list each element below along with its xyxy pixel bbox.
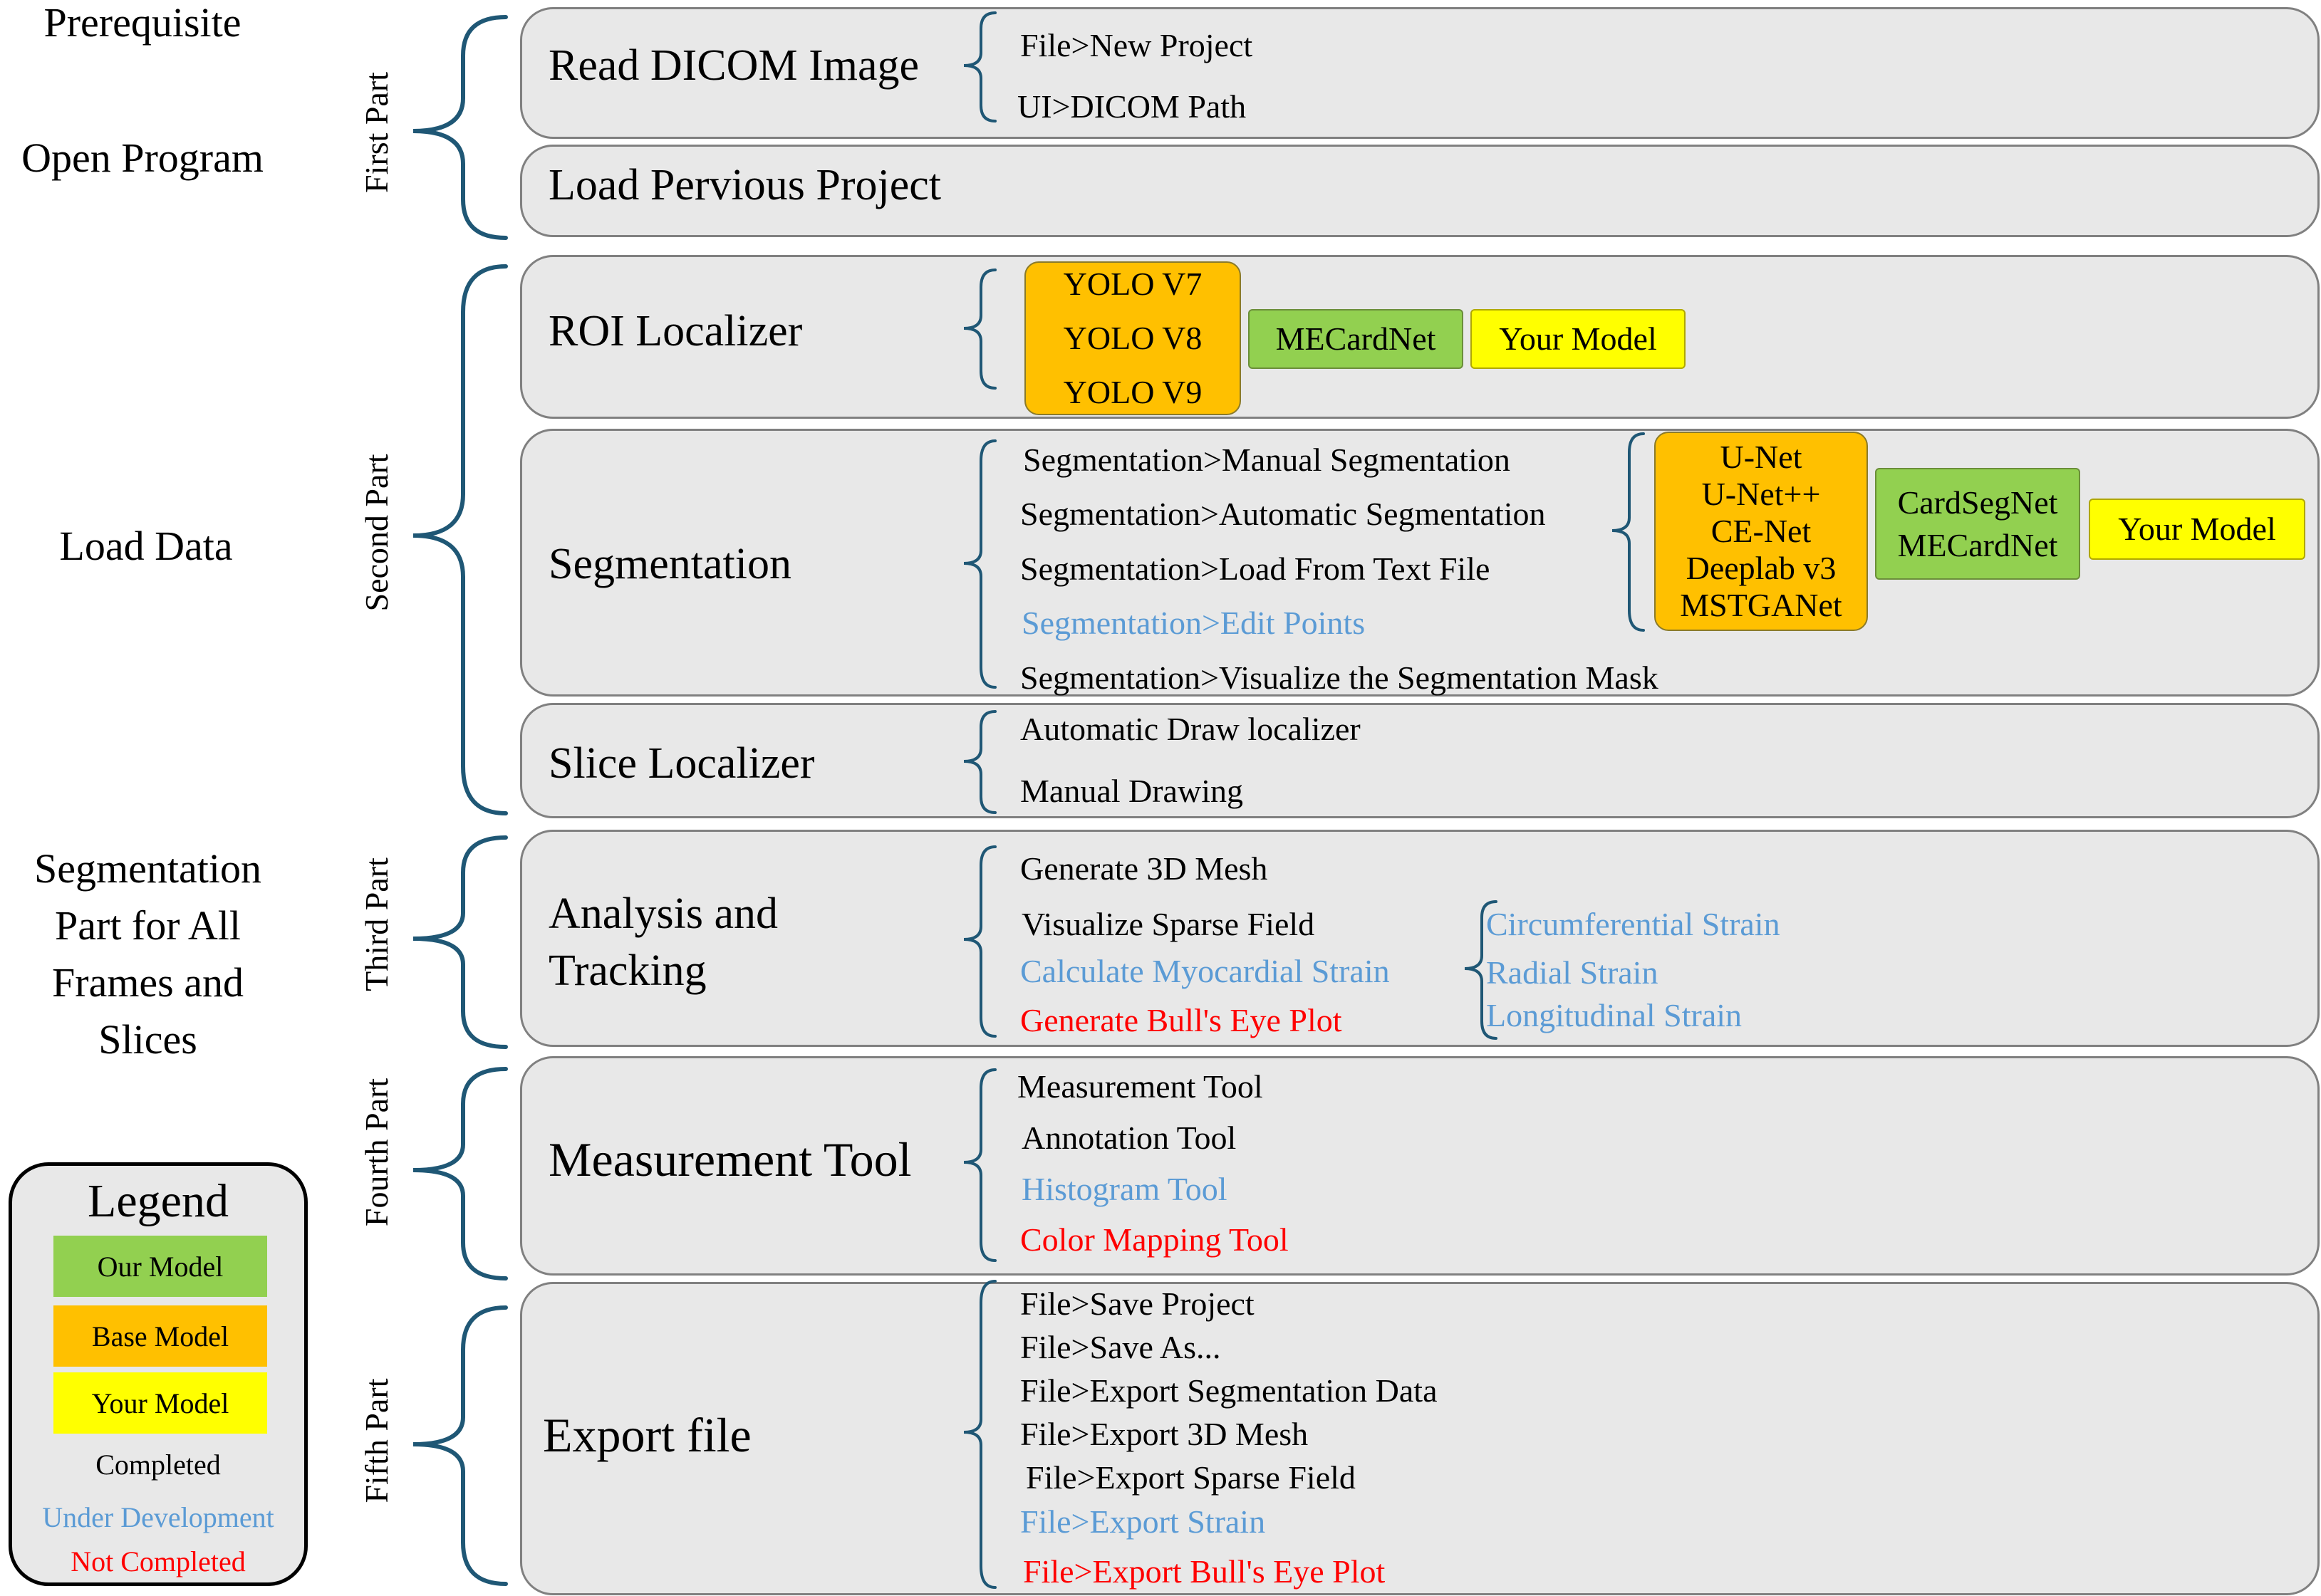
segmentation-base-models-box[interactable]: U-Net U-Net++ CE-Net Deeplab v3 MSTGANet <box>1654 432 1868 631</box>
export-bulls-eye-item[interactable]: File>Export Bull's Eye Plot <box>1023 1553 1386 1590</box>
mstganet-label: MSTGANet <box>1680 587 1842 623</box>
load-previous-panel <box>520 145 2320 237</box>
segmentation-models-brace <box>1611 432 1645 632</box>
dicom-path-item[interactable]: UI>DICOM Path <box>1017 88 1247 125</box>
slice-brace <box>963 710 997 814</box>
fourth-part-brace <box>412 1067 508 1281</box>
legend-title: Legend <box>88 1175 229 1227</box>
automatic-segmentation-item[interactable]: Segmentation>Automatic Segmentation <box>1020 496 1546 532</box>
strain-brace <box>1464 900 1497 1040</box>
open-program-label: Open Program <box>21 135 264 181</box>
read-dicom-brace <box>963 11 997 122</box>
export-panel <box>520 1282 2320 1595</box>
export-3d-mesh-item[interactable]: File>Export 3D Mesh <box>1020 1416 1309 1452</box>
analysis-title-line-1: Analysis and <box>549 890 779 938</box>
load-text-file-item[interactable]: Segmentation>Load From Text File <box>1020 551 1490 587</box>
segmentation-your-model-box[interactable]: Your Model <box>2089 499 2305 560</box>
yolo-v7-label: YOLO V7 <box>1063 266 1203 302</box>
fifth-part-brace <box>412 1305 508 1586</box>
analysis-title[interactable]: Analysis and Tracking <box>549 885 778 999</box>
roi-your-model-box[interactable]: Your Model <box>1470 309 1686 369</box>
segmentation-part-line-3: Frames and <box>52 959 244 1006</box>
roi-brace <box>963 268 997 390</box>
yolo-v8-label: YOLO V8 <box>1063 320 1203 356</box>
bulls-eye-plot-item[interactable]: Generate Bull's Eye Plot <box>1020 1002 1342 1038</box>
first-part-label: First Part <box>358 72 395 193</box>
color-mapping-tool-item[interactable]: Color Mapping Tool <box>1020 1221 1289 1258</box>
visualize-sparse-field-item[interactable]: Visualize Sparse Field <box>1022 906 1315 942</box>
save-as-item[interactable]: File>Save As... <box>1020 1329 1221 1365</box>
automatic-draw-localizer-item[interactable]: Automatic Draw localizer <box>1020 711 1361 747</box>
measurement-brace <box>963 1068 997 1262</box>
new-project-item[interactable]: File>New Project <box>1020 27 1253 63</box>
legend-base-model: Base Model <box>53 1305 267 1367</box>
third-part-brace <box>412 835 508 1049</box>
save-project-item[interactable]: File>Save Project <box>1020 1285 1255 1322</box>
measurement-panel <box>520 1056 2320 1276</box>
read-dicom-title[interactable]: Read DICOM Image <box>549 41 919 90</box>
roi-our-model-box[interactable]: MECardNet <box>1248 309 1463 369</box>
circumferential-strain-item[interactable]: Circumferential Strain <box>1486 906 1780 942</box>
load-data-label: Load Data <box>59 523 233 569</box>
roi-localizer-title[interactable]: ROI Localizer <box>549 307 803 355</box>
export-segmentation-item[interactable]: File>Export Segmentation Data <box>1020 1372 1438 1409</box>
segmentation-part-label: Segmentation Part for All Frames and Sli… <box>0 840 296 1068</box>
segmentation-part-line-4: Slices <box>98 1016 197 1063</box>
legend-our-model: Our Model <box>53 1236 267 1297</box>
slice-localizer-title[interactable]: Slice Localizer <box>549 739 815 788</box>
manual-drawing-item[interactable]: Manual Drawing <box>1020 773 1243 809</box>
second-part-brace <box>412 264 508 815</box>
slice-localizer-panel <box>520 703 2320 818</box>
visualize-mask-item[interactable]: Segmentation>Visualize the Segmentation … <box>1020 659 1658 696</box>
prerequisite-label: Prerequisite <box>43 0 242 46</box>
legend-not-completed: Not Completed <box>71 1545 246 1577</box>
measurement-title[interactable]: Measurement Tool <box>549 1132 912 1186</box>
annotation-tool-item[interactable]: Annotation Tool <box>1022 1120 1237 1156</box>
segmentation-title[interactable]: Segmentation <box>549 540 791 588</box>
analysis-panel <box>520 830 2320 1047</box>
analysis-title-line-2: Tracking <box>549 946 707 995</box>
unet-label: U-Net <box>1720 439 1802 475</box>
generate-3d-mesh-item[interactable]: Generate 3D Mesh <box>1020 850 1268 887</box>
first-part-brace <box>412 15 508 240</box>
cardsegnet-label: CardSegNet <box>1897 484 2058 521</box>
calculate-strain-item[interactable]: Calculate Myocardial Strain <box>1020 953 1390 989</box>
export-sparse-field-item[interactable]: File>Export Sparse Field <box>1026 1459 1356 1496</box>
legend: Legend Our Model Base Model Your Model C… <box>9 1162 308 1586</box>
deeplab-label: Deeplab v3 <box>1686 550 1837 586</box>
second-part-label: Second Part <box>358 454 395 612</box>
manual-segmentation-item[interactable]: Segmentation>Manual Segmentation <box>1023 442 1510 478</box>
export-strain-item[interactable]: File>Export Strain <box>1020 1503 1266 1540</box>
histogram-tool-item[interactable]: Histogram Tool <box>1022 1171 1227 1207</box>
export-title[interactable]: Export file <box>543 1408 752 1462</box>
third-part-label: Third Part <box>358 857 395 991</box>
fourth-part-label: Fourth Part <box>358 1078 395 1227</box>
load-previous-title[interactable]: Load Pervious Project <box>549 161 942 209</box>
radial-strain-item[interactable]: Radial Strain <box>1486 954 1658 991</box>
unetpp-label: U-Net++ <box>1701 476 1821 512</box>
segmentation-our-models-box[interactable]: CardSegNet MECardNet <box>1875 468 2080 580</box>
measurement-tool-item[interactable]: Measurement Tool <box>1017 1068 1263 1105</box>
segmentation-brace <box>963 439 997 689</box>
legend-your-model: Your Model <box>53 1372 267 1434</box>
yolo-v9-label: YOLO V9 <box>1063 374 1203 410</box>
analysis-brace <box>963 845 997 1038</box>
longitudinal-strain-item[interactable]: Longitudinal Strain <box>1486 997 1743 1033</box>
read-dicom-panel <box>520 7 2320 139</box>
segmentation-part-line-2: Part for All <box>55 902 241 949</box>
mecardnet-label: MECardNet <box>1897 526 2058 563</box>
legend-under-development: Under Development <box>42 1501 274 1533</box>
segmentation-part-line-1: Segmentation <box>34 845 261 892</box>
edit-points-item[interactable]: Segmentation>Edit Points <box>1022 605 1366 641</box>
fifth-part-label: Fifth Part <box>358 1378 395 1503</box>
cenet-label: CE-Net <box>1710 513 1812 549</box>
legend-completed: Completed <box>95 1449 221 1481</box>
export-brace <box>963 1280 997 1589</box>
roi-base-models-box[interactable]: YOLO V7 YOLO V8 YOLO V9 <box>1024 261 1241 415</box>
